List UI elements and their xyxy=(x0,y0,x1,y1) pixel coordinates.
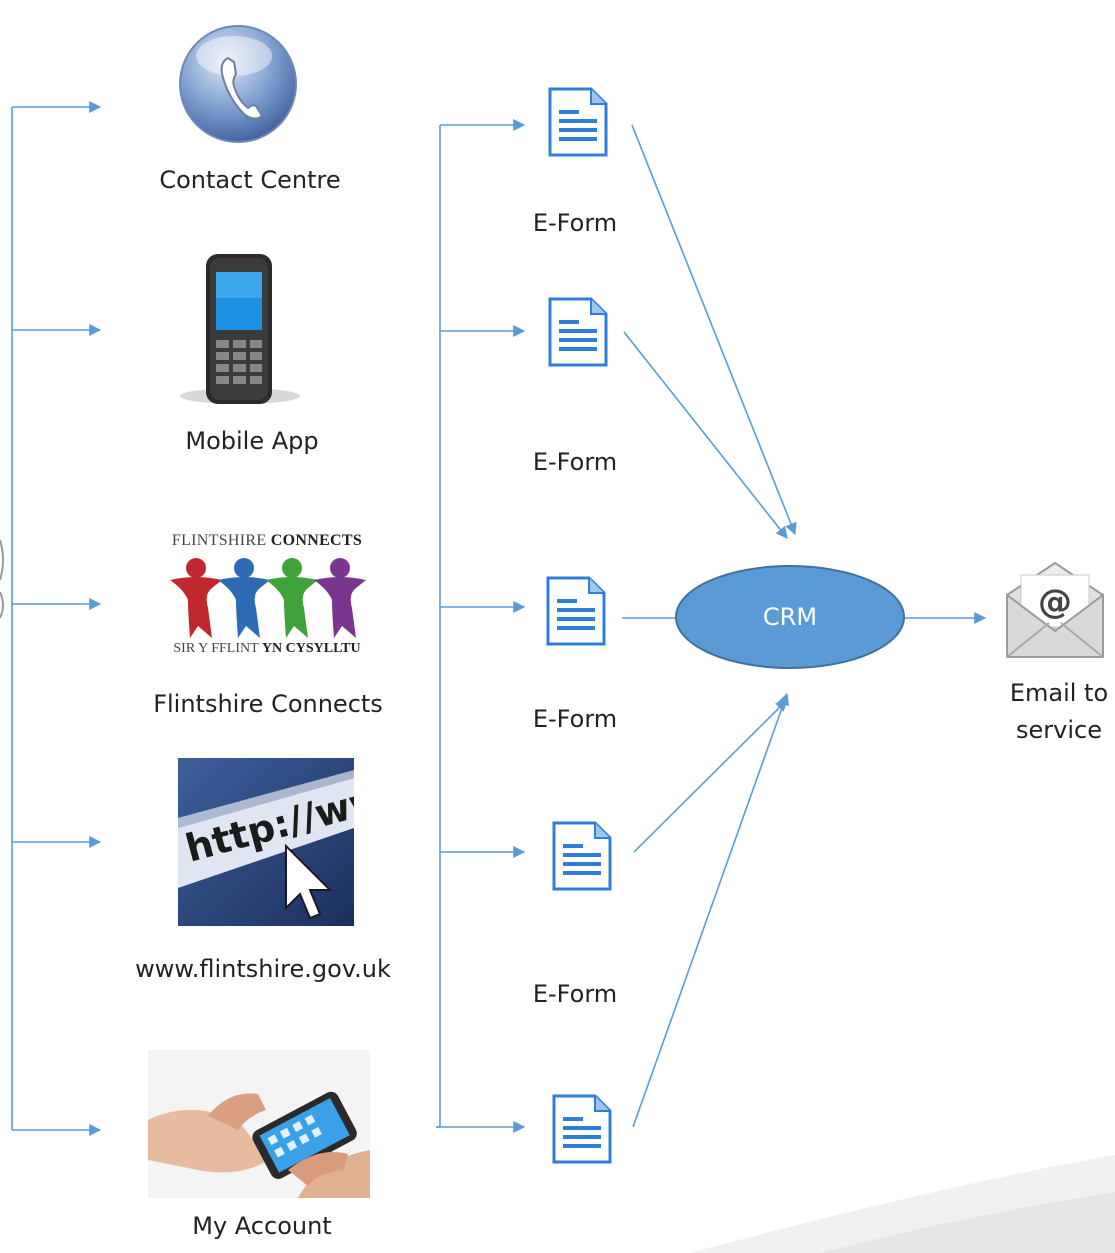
document-icon xyxy=(548,297,608,367)
document-icon xyxy=(552,1094,612,1164)
channel-label-website: www.flintshire.gov.uk xyxy=(135,955,391,983)
svg-text:@: @ xyxy=(1038,582,1072,622)
eform-1-to-crm xyxy=(631,124,797,536)
email-label-line1: Email to xyxy=(1009,679,1109,707)
eform-label: E-Form xyxy=(532,980,618,1008)
email-envelope-icon: @ xyxy=(1006,561,1104,658)
channel-label-flintshire-connects: Flintshire Connects xyxy=(153,690,383,718)
flintshire-connects-logo xyxy=(170,558,366,638)
eform-label: E-Form xyxy=(532,209,618,237)
document-icon xyxy=(548,87,608,157)
logo-bottom-text: SIR Y FFLINT YN CYSYLLTU xyxy=(173,641,361,656)
telephone-icon xyxy=(179,25,297,143)
logo-top-text: FLINTSHIRE CONNECTS xyxy=(171,532,363,549)
channel-label-mobile-app: Mobile App xyxy=(185,427,319,455)
mobile-phone-icon xyxy=(180,254,300,404)
web-browser-http-icon: http://www xyxy=(178,758,354,926)
eform-5-to-crm xyxy=(632,692,790,1128)
document-icon xyxy=(552,821,612,891)
crm-node xyxy=(675,565,905,669)
channel-label-contact-centre: Contact Centre xyxy=(159,166,341,194)
crm-label: CRM xyxy=(762,603,818,631)
channel-label-my-account: My Account xyxy=(192,1212,332,1240)
document-icon xyxy=(546,576,606,646)
eform-label: E-Form xyxy=(532,448,618,476)
eform-4-to-crm xyxy=(633,699,788,853)
eform-label: E-Form xyxy=(532,705,618,733)
edge-bracket xyxy=(0,539,4,619)
smartphone-in-hands-photo xyxy=(148,1050,370,1198)
eform-2-to-crm xyxy=(623,331,788,539)
email-label-line2: service xyxy=(1016,716,1102,744)
